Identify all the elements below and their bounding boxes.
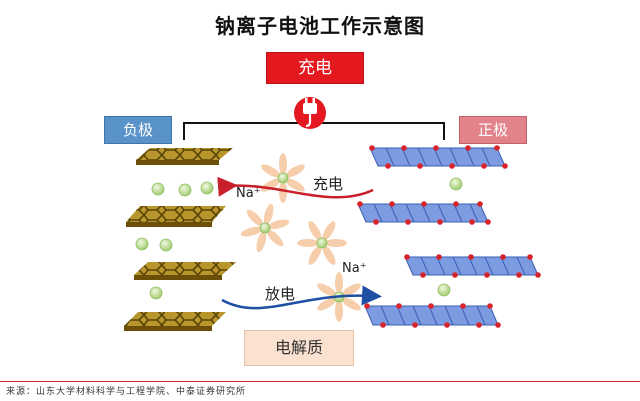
positive-electrode-box: 正极 [459,116,527,144]
sodium-ion [159,238,173,252]
graphite-layer [124,312,226,331]
sodium-ion [149,286,163,300]
sodium-ion [200,181,214,195]
cathode-layer [357,203,489,223]
layered-cathode [357,145,541,328]
charge-arrow [217,176,374,199]
source-note: 来源：山东大学材料科学与工程学院、中泰证券研究所 [6,387,247,397]
plug-icon [294,97,326,129]
sodium-ion [151,182,165,196]
sodium-ion-label: Na⁺ [236,186,261,201]
solvated-sodium-ions [240,153,361,322]
sodium-ion-label: Na⁺ [342,261,367,276]
sodium-ion [437,283,451,297]
footer-divider [0,381,640,382]
electrolyte-box: 电解质 [244,330,354,366]
diagram-title: 钠离子电池工作示意图 [215,14,425,38]
graphite-anode [124,148,236,331]
cathode-sodium-ions [437,177,463,297]
cathode-layer [364,305,499,326]
solvated-ion [317,272,361,322]
charge-mode-box: 充电 [266,52,364,84]
discharge-arrow [221,285,382,310]
graphite-layer [136,148,233,165]
sodium-ion [178,183,192,197]
sodium-ion [135,237,149,251]
anode-sodium-ions [135,181,214,300]
negative-electrode-box: 负极 [104,116,172,144]
sodium-ion [449,177,463,191]
graphite-layer [126,206,226,227]
charge-arrow-label: 充电 [313,175,344,193]
solvated-ion [261,153,305,203]
discharge-arrow-label: 放电 [265,285,296,303]
solvated-ion [240,203,290,253]
solvated-ion [297,221,347,265]
graphite-layer [134,262,236,280]
cathode-layer [369,147,506,167]
